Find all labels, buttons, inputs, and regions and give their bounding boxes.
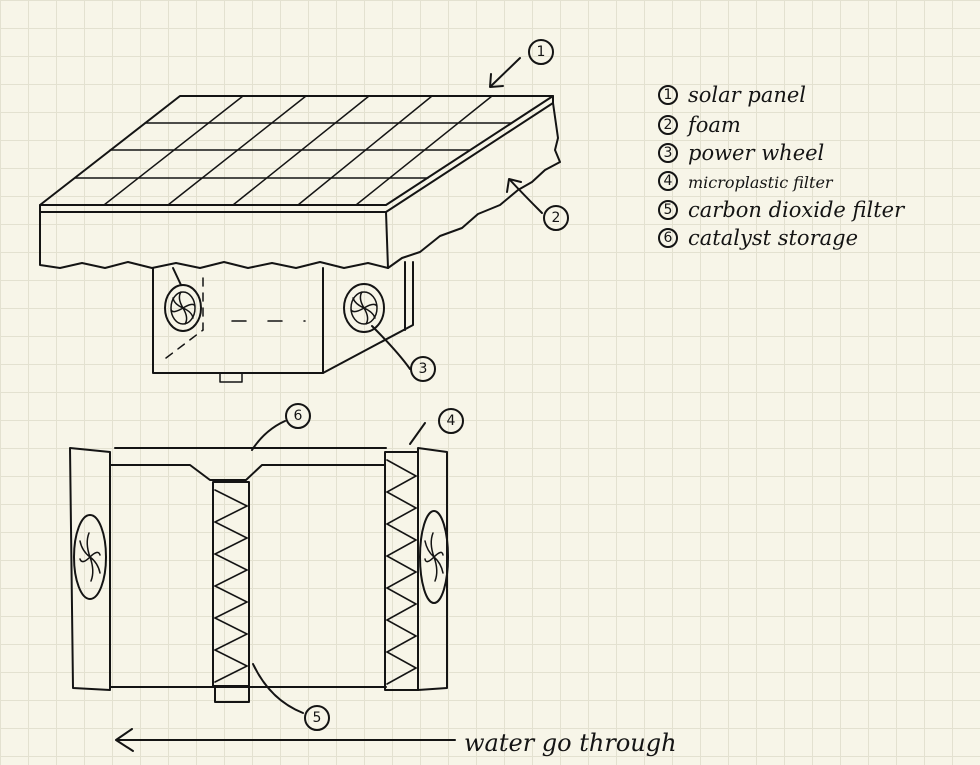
legend-label: carbon dioxide filter <box>688 198 906 222</box>
callout-power-wheel: 3 <box>371 325 436 382</box>
legend-number-circle <box>658 85 678 105</box>
legend-number: 5 <box>664 202 673 218</box>
power-wheel-left <box>164 267 202 332</box>
power-wheel-right-lower <box>419 510 449 604</box>
callout-number: 1 <box>537 44 546 60</box>
legend-item: 5 carbon dioxide filter <box>658 198 906 222</box>
legend-number: 3 <box>664 145 673 161</box>
water-flow-label: water go through <box>464 729 677 757</box>
legend-number-circle <box>658 171 678 191</box>
legend-number-circle <box>658 143 678 163</box>
legend-number: 2 <box>664 117 673 133</box>
legend: 1 solar panel 2 foam 3 power wheel 4 microplast… <box>658 83 906 250</box>
legend-label: solar panel <box>688 83 806 107</box>
legend-label: foam <box>686 113 741 137</box>
callout-number: 3 <box>419 361 428 377</box>
callout-microplastic-filter: 4 <box>409 408 464 445</box>
legend-item: 6 catalyst storage <box>658 226 858 250</box>
legend-label: catalyst storage <box>688 226 858 250</box>
legend-number-circle <box>658 228 678 248</box>
callout-foam: 2 <box>506 178 569 231</box>
solar-panel <box>39 95 554 213</box>
legend-item: 4 microplastic filter <box>658 171 834 192</box>
legend-number-circle <box>658 115 678 135</box>
legend-number: 6 <box>664 230 673 246</box>
housing-box <box>152 261 414 383</box>
legend-item: 1 solar panel <box>658 83 806 107</box>
power-wheel-right <box>343 283 385 333</box>
foam-layer <box>39 102 561 269</box>
filter-hatching <box>213 489 249 683</box>
legend-label: microplastic filter <box>688 173 834 192</box>
power-wheel-left-lower <box>73 514 107 600</box>
legend-number-circle <box>658 200 678 220</box>
legend-item: 3 power wheel <box>658 141 824 165</box>
callout-solar-panel: 1 <box>489 39 554 88</box>
carbon-dioxide-filter <box>212 481 250 703</box>
microplastic-filter <box>384 451 419 691</box>
callout-number: 2 <box>552 210 561 226</box>
callout-carbon-dioxide-filter: 5 <box>252 663 330 731</box>
callout-catalyst-storage: 6 <box>251 403 311 451</box>
legend-number: 1 <box>664 87 673 103</box>
water-flow-arrow: water go through <box>115 728 677 757</box>
legend-number: 4 <box>664 173 673 189</box>
filter-hatching <box>385 459 418 685</box>
callout-number: 6 <box>294 408 303 424</box>
callout-number: 5 <box>313 710 322 726</box>
callout-number: 4 <box>447 413 456 429</box>
legend-item: 2 foam <box>658 113 741 137</box>
legend-label: power wheel <box>688 141 824 165</box>
